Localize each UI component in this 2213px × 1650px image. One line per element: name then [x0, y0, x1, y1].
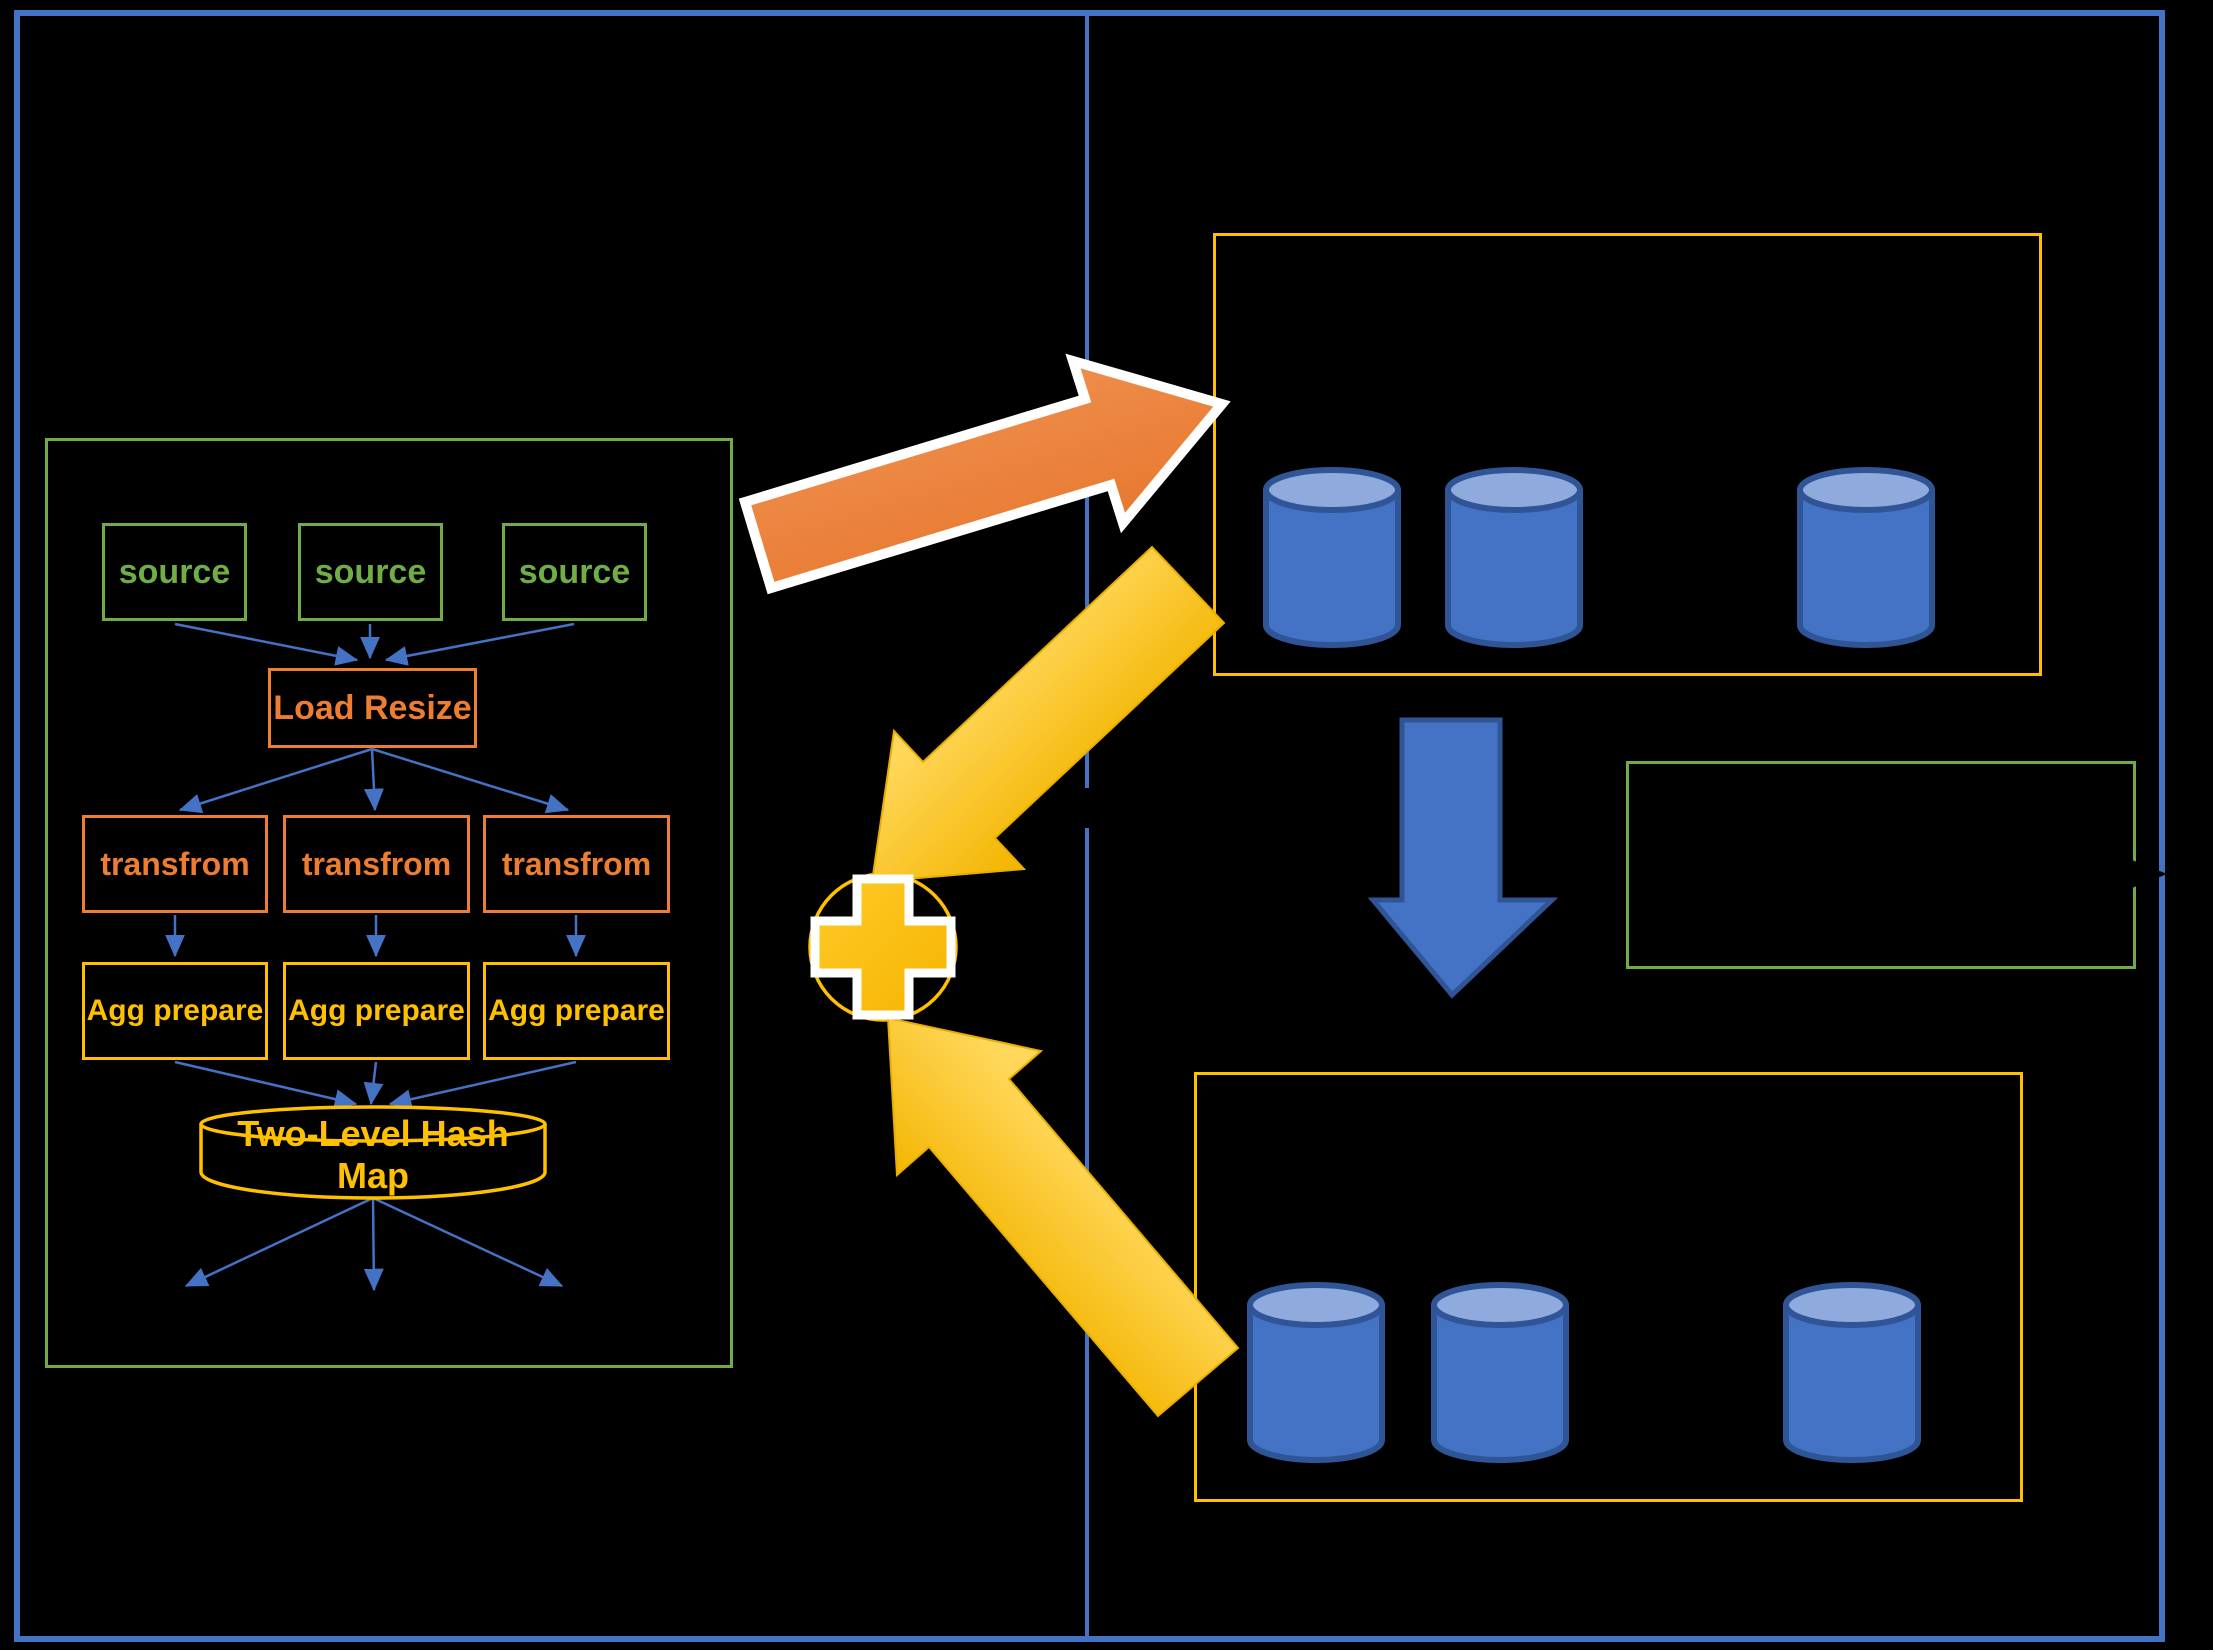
bottom-storage-box [1194, 1072, 2023, 1502]
agg-prepare-label-2: Agg prepare [288, 994, 465, 1027]
source-box-2: source [298, 523, 443, 621]
source-label-2: source [314, 552, 427, 591]
top-storage-box [1213, 233, 2042, 676]
source-label-1: source [118, 552, 231, 591]
transform-label-3: transfrom [501, 845, 652, 882]
source-box-1: source [102, 523, 247, 621]
agg-prepare-box-1: Agg prepare [82, 962, 268, 1060]
hash-map-label: Two-Level Hash Map [237, 1113, 509, 1196]
source-box-3: source [502, 523, 647, 621]
transform-box-2: transfrom [283, 815, 470, 913]
load-resize-box: Load Resize [268, 668, 477, 748]
pipeline-container [45, 438, 733, 1368]
center-divider-lower [1085, 828, 1089, 1642]
source-label-3: source [518, 552, 631, 591]
transform-box-1: transfrom [82, 815, 268, 913]
outer-frame [14, 10, 2165, 1642]
agg-prepare-box-2: Agg prepare [283, 962, 470, 1060]
agg-prepare-label-3: Agg prepare [488, 994, 665, 1027]
agg-prepare-box-3: Agg prepare [483, 962, 670, 1060]
right-note-box [1626, 761, 2136, 969]
load-resize-label: Load Resize [273, 688, 472, 727]
agg-prepare-label-1: Agg prepare [86, 994, 264, 1027]
center-divider-upper [1085, 10, 1089, 788]
transform-label-2: transfrom [301, 845, 452, 882]
transform-label-1: transfrom [100, 845, 250, 882]
transform-box-3: transfrom [483, 815, 670, 913]
